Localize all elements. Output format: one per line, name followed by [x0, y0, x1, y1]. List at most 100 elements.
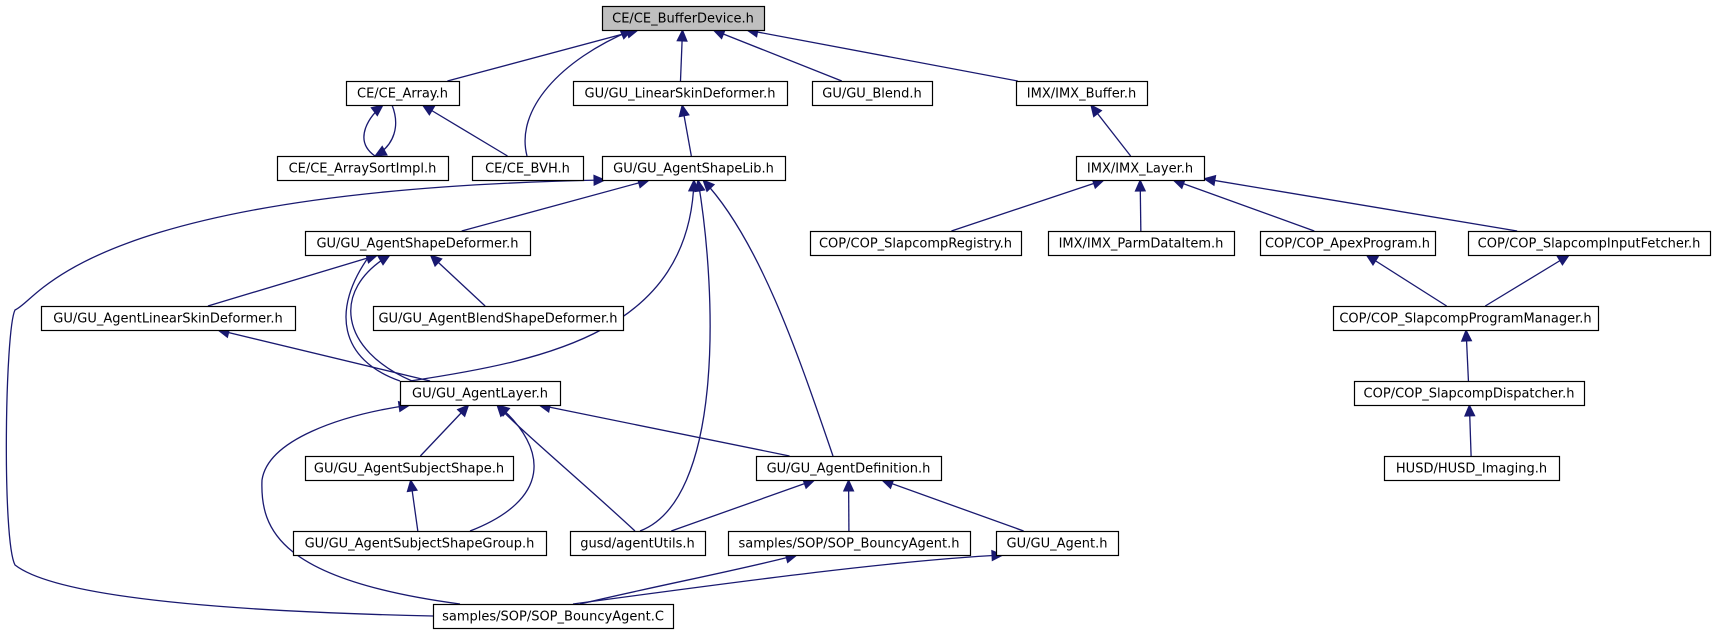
- edge-ce_bvh-to-ce_bufferdevice: [524, 29, 633, 157]
- node-label: GU/GU_AgentLayer.h: [412, 387, 548, 402]
- node-gu_agentdefinition[interactable]: GU/GU_AgentDefinition.h: [755, 455, 943, 482]
- node-box: [755, 455, 943, 482]
- node-label: COP/COP_ApexProgram.h: [1265, 237, 1430, 252]
- node-gu_agent[interactable]: GU/GU_Agent.h: [995, 530, 1120, 557]
- edge-ce_array-to-ce_bufferdevice: [447, 29, 639, 82]
- arrowhead-gu_agentsubjectshape-to-gu_agentlayer: [456, 404, 470, 418]
- arrowhead-cop_slapcompdispatcher-to-cop_slapcompprogrammanager: [1460, 328, 1473, 342]
- node-cop_slapcompinputfetcher[interactable]: COP/COP_SlapcompInputFetcher.h: [1467, 230, 1712, 257]
- node-ce_bufferdevice[interactable]: CE/CE_BufferDevice.h: [601, 5, 766, 32]
- node-imx_layer[interactable]: IMX/IMX_Layer.h: [1075, 155, 1206, 182]
- node-label: GU/GU_AgentShapeLib.h: [613, 162, 774, 177]
- node-cop_apexprogram[interactable]: COP/COP_ApexProgram.h: [1259, 230, 1437, 257]
- edge-gu_agentshapedeformer-to-gu_agentshapelib: [461, 179, 650, 232]
- node-label: GU/GU_AgentBlendShapeDeformer.h: [378, 312, 617, 327]
- node-box: [727, 530, 972, 557]
- node-label: COP/COP_SlapcompDispatcher.h: [1364, 387, 1575, 402]
- node-label: GU/GU_AgentShapeDeformer.h: [316, 237, 518, 252]
- node-gu_agentlayer[interactable]: GU/GU_AgentLayer.h: [399, 380, 562, 407]
- node-box: [1047, 230, 1236, 257]
- arrowhead-cop_slapcompprogrammanager-to-cop_apexprogram: [1365, 254, 1380, 267]
- node-sop_bouncyagent_c[interactable]: samples/SOP/SOP_BouncyAgent.C: [432, 603, 675, 630]
- edge-imx_buffer-to-ce_bufferdevice: [746, 29, 1018, 82]
- arrowhead-gu_linearskindeformer-to-ce_bufferdevice: [676, 28, 688, 42]
- node-box: [1383, 455, 1561, 482]
- arrowhead-gu_agentdefinition-to-gu_agentshapelib: [702, 179, 716, 193]
- node-label: samples/SOP/SOP_BouncyAgent.C: [442, 610, 664, 625]
- node-gu_agentshapedeformer[interactable]: GU/GU_AgentShapeDeformer.h: [304, 230, 532, 257]
- arrowhead-gu_agentshapelib-to-gu_linearskindeformer: [678, 103, 690, 118]
- arrowhead-gusd_agentutils-to-gu_agentshapelib: [694, 178, 706, 193]
- node-husd_imaging[interactable]: HUSD/HUSD_Imaging.h: [1383, 455, 1561, 482]
- node-label: GU/GU_Blend.h: [822, 87, 921, 102]
- node-box: [345, 80, 461, 107]
- node-gu_agentsubjectshape[interactable]: GU/GU_AgentSubjectShape.h: [304, 455, 515, 482]
- node-cop_slapcompdispatcher[interactable]: COP/COP_SlapcompDispatcher.h: [1353, 380, 1586, 407]
- node-label: CE/CE_BVH.h: [485, 162, 570, 177]
- node-box: [1075, 155, 1206, 182]
- node-gu_blend[interactable]: GU/GU_Blend.h: [811, 80, 934, 107]
- node-gu_agentsubjectshapegroup[interactable]: GU/GU_AgentSubjectShapeGroup.h: [292, 530, 548, 557]
- arrowhead-sop_bouncyagent_h-to-gu_agentdefinition: [842, 478, 855, 492]
- node-label: COP/COP_SlapcompProgramManager.h: [1339, 312, 1591, 327]
- node-box: [304, 455, 515, 482]
- edge-sop_bouncyagent_c-to-gu_agentlayer: [261, 404, 461, 605]
- node-label: GU/GU_AgentSubjectShape.h: [314, 462, 504, 477]
- node-box: [572, 80, 789, 107]
- node-label: IMX/IMX_ParmDataItem.h: [1059, 237, 1224, 252]
- node-box: [569, 530, 707, 557]
- node-ce_bvh[interactable]: CE/CE_BVH.h: [471, 155, 585, 182]
- node-box: [292, 530, 548, 557]
- edge-gu_agentlinearskindeformer-to-gu_agentshapedeformer: [207, 254, 378, 307]
- node-box: [399, 380, 562, 407]
- node-gusd_agentutils[interactable]: gusd/agentUtils.h: [569, 530, 707, 557]
- edge-gu_agentdefinition-to-gu_agentshapelib: [702, 179, 834, 457]
- edge-gusd_agentutils-to-gu_agentlayer: [496, 404, 636, 532]
- edge-cop_slapcompprogrammanager-to-cop_slapcompinputfetcher: [1484, 254, 1570, 307]
- node-gu_agentshapelib[interactable]: GU/GU_AgentShapeLib.h: [601, 155, 787, 182]
- edges-layer: [5, 26, 1571, 617]
- edge-gusd_agentutils-to-gu_agentdefinition: [671, 479, 815, 532]
- node-label: GU/GU_Agent.h: [1007, 537, 1108, 552]
- node-label: samples/SOP/SOP_BouncyAgent.h: [739, 537, 960, 552]
- arrowhead-gu_agentblendshapedeformer-to-gu_agentshapedeformer: [429, 254, 443, 268]
- node-gu_agentblendshapedeformer[interactable]: GU/GU_AgentBlendShapeDeformer.h: [372, 305, 625, 332]
- arrowhead-ce_arraysortimpl-to-ce_array: [370, 104, 384, 117]
- node-label: CE/CE_Array.h: [357, 87, 448, 102]
- arrowhead-gu_agentlayer-to-gu_agentshapedeformer: [377, 254, 392, 266]
- node-cop_slapcompregistry[interactable]: COP/COP_SlapcompRegistry.h: [809, 230, 1023, 257]
- node-imx_parmdataitem[interactable]: IMX/IMX_ParmDataItem.h: [1047, 230, 1236, 257]
- node-gu_agentlinearskindeformer[interactable]: GU/GU_AgentLinearSkinDeformer.h: [40, 305, 297, 332]
- arrowhead-cop_slapcompprogrammanager-to-cop_slapcompinputfetcher: [1556, 254, 1571, 266]
- edge-gu_agentlayer-to-gu_agentshapelib: [345, 179, 695, 382]
- node-label: COP/COP_SlapcompRegistry.h: [819, 237, 1012, 252]
- arrowhead-gusd_agentutils-to-gu_agentlayer: [496, 404, 510, 418]
- node-imx_buffer[interactable]: IMX/IMX_Buffer.h: [1015, 80, 1149, 107]
- arrowhead-husd_imaging-to-cop_slapcompdispatcher: [1464, 403, 1476, 417]
- node-label: gusd/agentUtils.h: [580, 537, 694, 552]
- node-cop_slapcompprogrammanager[interactable]: COP/COP_SlapcompProgramManager.h: [1332, 305, 1600, 332]
- node-box: [1467, 230, 1712, 257]
- arrowhead-ce_array-to-ce_arraysortimpl: [373, 145, 388, 157]
- edge-gu_agentlayer-to-gu_agentlinearskindeformer: [217, 329, 431, 382]
- node-ce_arraysortimpl[interactable]: CE/CE_ArraySortImpl.h: [276, 155, 450, 182]
- arrowhead-gu_agentsubjectshapegroup-to-gu_agentsubjectshape: [406, 478, 418, 493]
- node-box: [811, 80, 934, 107]
- node-sop_bouncyagent_h[interactable]: samples/SOP/SOP_BouncyAgent.h: [727, 530, 972, 557]
- node-box: [601, 5, 766, 32]
- node-box: [432, 603, 675, 630]
- node-label: GU/GU_LinearSkinDeformer.h: [585, 87, 776, 102]
- node-label: IMX/IMX_Buffer.h: [1027, 87, 1136, 102]
- node-box: [1259, 230, 1437, 257]
- nodes-layer: CE/CE_BufferDevice.hCE/CE_Array.h GU/GU_L…: [40, 5, 1712, 630]
- arrowhead-ce_bvh-to-ce_array: [421, 104, 436, 116]
- node-box: [40, 305, 297, 332]
- arrowhead-sop_bouncyagent_c-to-gu_agentshapelib: [593, 174, 607, 186]
- node-box: [304, 230, 532, 257]
- edge-sop_bouncyagent_c-to-gu_agentshapelib: [5, 179, 606, 617]
- node-ce_array[interactable]: CE/CE_Array.h: [345, 80, 461, 107]
- node-gu_linearskindeformer[interactable]: GU/GU_LinearSkinDeformer.h: [572, 80, 789, 107]
- edge-gu_agentdefinition-to-gu_agentlayer: [538, 404, 790, 457]
- edge-cop_slapcompregistry-to-imx_layer: [951, 179, 1105, 232]
- edge-gu_agentlayer-to-gu_agentshapedeformer: [350, 254, 413, 382]
